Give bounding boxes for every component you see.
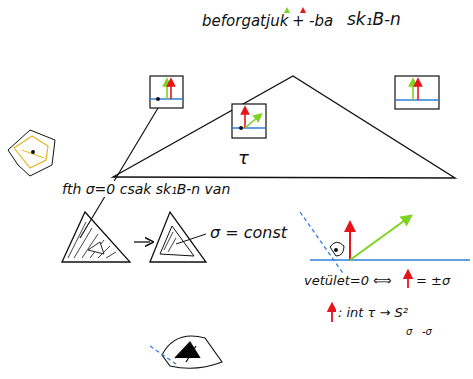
- formula-index: -σ: [420, 326, 434, 338]
- region-name: τ: [236, 148, 251, 169]
- note-text: fth σ=0 csak sk₁B-n van: [60, 181, 232, 197]
- formula-text: : int τ → S²: [336, 306, 410, 321]
- note-text: beforgatjuk: [200, 13, 290, 30]
- formula-index: σ: [404, 326, 414, 338]
- formula-text: = ±σ: [414, 274, 452, 289]
- note-text: sk₁B-n: [345, 10, 403, 30]
- note-text: -ba: [307, 13, 335, 30]
- formula-text: vetület=0 ⟺: [302, 274, 394, 289]
- plus-sign: +: [290, 13, 307, 30]
- annotation: σ = const: [208, 224, 289, 242]
